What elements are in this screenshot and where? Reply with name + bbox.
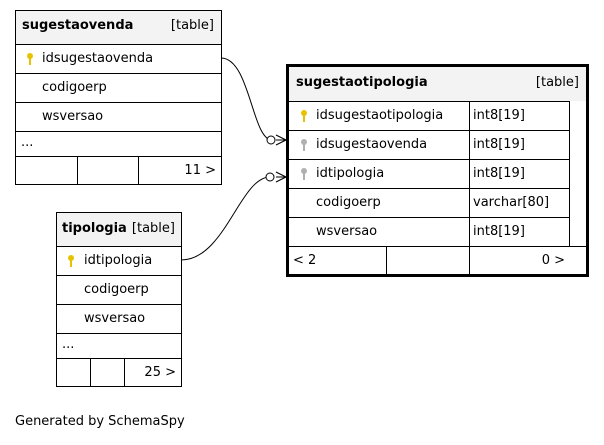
link-optional-marker bbox=[265, 172, 275, 182]
scroll-column-divider bbox=[569, 101, 570, 246]
column-row[interactable]: wsversao bbox=[57, 304, 181, 333]
table-name: sugestaovenda bbox=[22, 18, 134, 33]
primary-key-icon bbox=[301, 110, 307, 122]
column-row[interactable]: idtipologia int8[19] bbox=[289, 159, 569, 188]
column-name: idtipologia bbox=[84, 253, 153, 268]
column-name: idsugestaovenda bbox=[316, 137, 428, 152]
column-row[interactable]: codigoerp bbox=[57, 275, 181, 304]
foreign-key-icon bbox=[301, 139, 307, 151]
child-count[interactable]: 25 > bbox=[144, 365, 176, 380]
more-columns-ellipsis: ... bbox=[57, 333, 181, 362]
table-footer: 25 > bbox=[57, 358, 181, 386]
table-kind: [table] bbox=[131, 221, 175, 236]
table-tipologia[interactable]: tipologia [table] idtipologia codigoerp … bbox=[56, 212, 182, 387]
primary-key-icon bbox=[68, 255, 74, 267]
column-type: varchar[80] bbox=[473, 195, 550, 210]
column-row[interactable]: codigoerp bbox=[16, 73, 221, 102]
column-name: idsugestaotipologia bbox=[316, 108, 444, 123]
link-sugestaovenda-to-sugestaotipologia bbox=[220, 57, 273, 141]
column-name: idtipologia bbox=[316, 166, 385, 181]
column-type: int8[19] bbox=[473, 108, 525, 123]
table-name: tipologia bbox=[62, 221, 127, 236]
generated-by-label: Generated by SchemaSpy bbox=[15, 414, 185, 429]
table-kind: [table] bbox=[170, 18, 214, 33]
column-type: int8[19] bbox=[473, 166, 525, 181]
parent-count[interactable]: < 2 bbox=[293, 253, 317, 268]
column-type: int8[19] bbox=[473, 137, 525, 152]
column-type: int8[19] bbox=[473, 224, 525, 239]
column-name: wsversao bbox=[316, 224, 378, 239]
table-header: sugestaovenda [table] bbox=[16, 11, 221, 44]
column-name: idsugestaovenda bbox=[42, 51, 154, 66]
table-header: sugestaotipologia [table] bbox=[289, 67, 586, 101]
column-row[interactable]: idsugestaotipologia int8[19] bbox=[289, 101, 569, 130]
column-row[interactable]: idtipologia bbox=[57, 246, 181, 275]
link-crowfoot bbox=[275, 171, 287, 183]
child-count[interactable]: 11 > bbox=[184, 163, 216, 178]
child-count[interactable]: 0 > bbox=[541, 253, 565, 268]
link-optional-marker bbox=[266, 135, 276, 145]
column-row[interactable]: codigoerp varchar[80] bbox=[289, 188, 569, 217]
table-footer: 11 > bbox=[16, 156, 221, 184]
column-name: wsversao bbox=[84, 311, 146, 326]
table-header: tipologia [table] bbox=[57, 213, 181, 246]
column-name: codigoerp bbox=[42, 80, 107, 95]
column-name: codigoerp bbox=[84, 282, 149, 297]
column-row[interactable]: idsugestaovenda int8[19] bbox=[289, 130, 569, 159]
table-sugestaovenda[interactable]: sugestaovenda [table] idsugestaovenda co… bbox=[15, 10, 222, 185]
more-columns-ellipsis: ... bbox=[16, 131, 221, 160]
table-kind: [table] bbox=[535, 75, 579, 90]
link-crowfoot bbox=[275, 134, 287, 146]
foreign-key-icon bbox=[301, 168, 307, 180]
column-name: codigoerp bbox=[316, 195, 381, 210]
table-sugestaotipologia[interactable]: sugestaotipologia [table] idsugestaotipo… bbox=[286, 64, 589, 277]
column-row[interactable]: idsugestaovenda bbox=[16, 44, 221, 73]
column-name: wsversao bbox=[42, 109, 104, 124]
primary-key-icon bbox=[27, 53, 33, 65]
table-name: sugestaotipologia bbox=[296, 75, 428, 90]
column-row[interactable]: wsversao bbox=[16, 102, 221, 131]
column-row[interactable]: wsversao int8[19] bbox=[289, 217, 569, 246]
link-tipologia-to-sugestaotipologia bbox=[180, 176, 271, 261]
table-footer: < 2 0 > bbox=[289, 246, 586, 274]
